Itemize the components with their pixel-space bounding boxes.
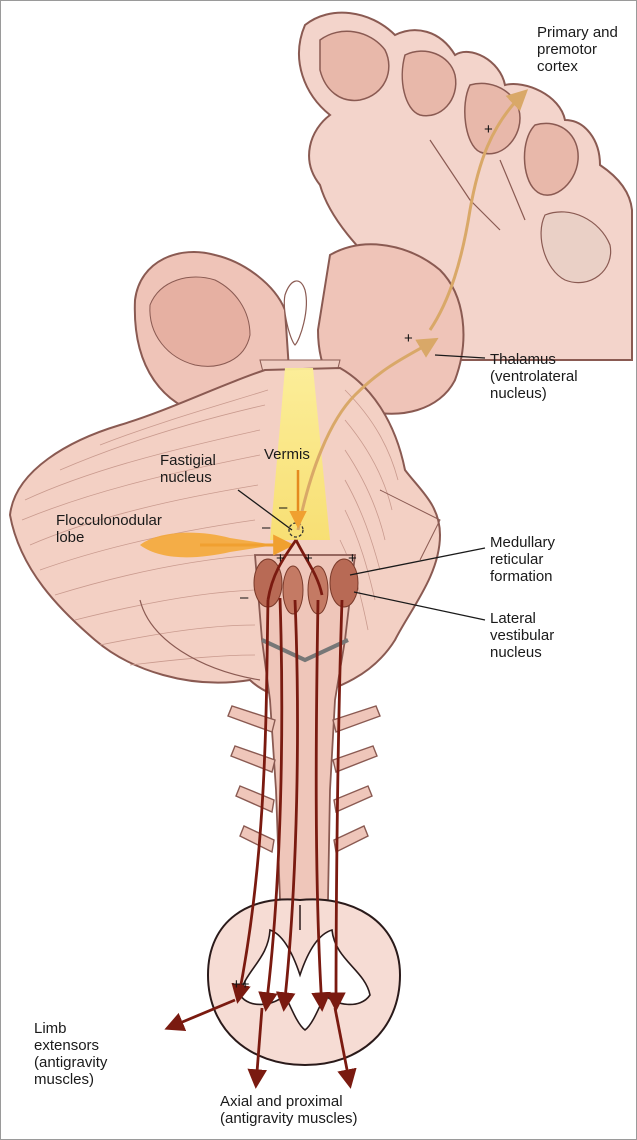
label-lateral-vestibular-nucleus: Lateral vestibular nucleus: [490, 610, 554, 661]
label-flocculonodular-lobe: Flocculonodular lobe: [56, 512, 162, 546]
thalamus-plus-sign: +: [404, 330, 413, 347]
nucleus-plus-sign-middle: +: [304, 550, 313, 567]
nucleus-plus-sign-right: +: [348, 550, 357, 567]
label-thalamus: Thalamus (ventrolateral nucleus): [490, 351, 578, 402]
cortex-plus-sign: +: [484, 121, 493, 138]
label-limb-extensors: Limb extensors (antigravity muscles): [34, 1020, 107, 1088]
motor-neuron-plus-sign: ++: [232, 976, 250, 993]
fastigial-minus-sign: –: [262, 519, 271, 536]
label-fastigial-nucleus: Fastigial nucleus: [160, 452, 216, 486]
nucleus-plus-sign-left: +: [276, 550, 285, 567]
label-axial-proximal: Axial and proximal (antigravity muscles): [220, 1093, 358, 1127]
label-medullary-reticular-formation: Medullary reticular formation: [490, 534, 555, 585]
vermis-minus-sign: –: [279, 499, 288, 516]
label-cortex: Primary and premotor cortex: [537, 24, 618, 75]
vestibular-minus-sign: –: [240, 589, 249, 606]
label-vermis: Vermis: [264, 446, 310, 463]
